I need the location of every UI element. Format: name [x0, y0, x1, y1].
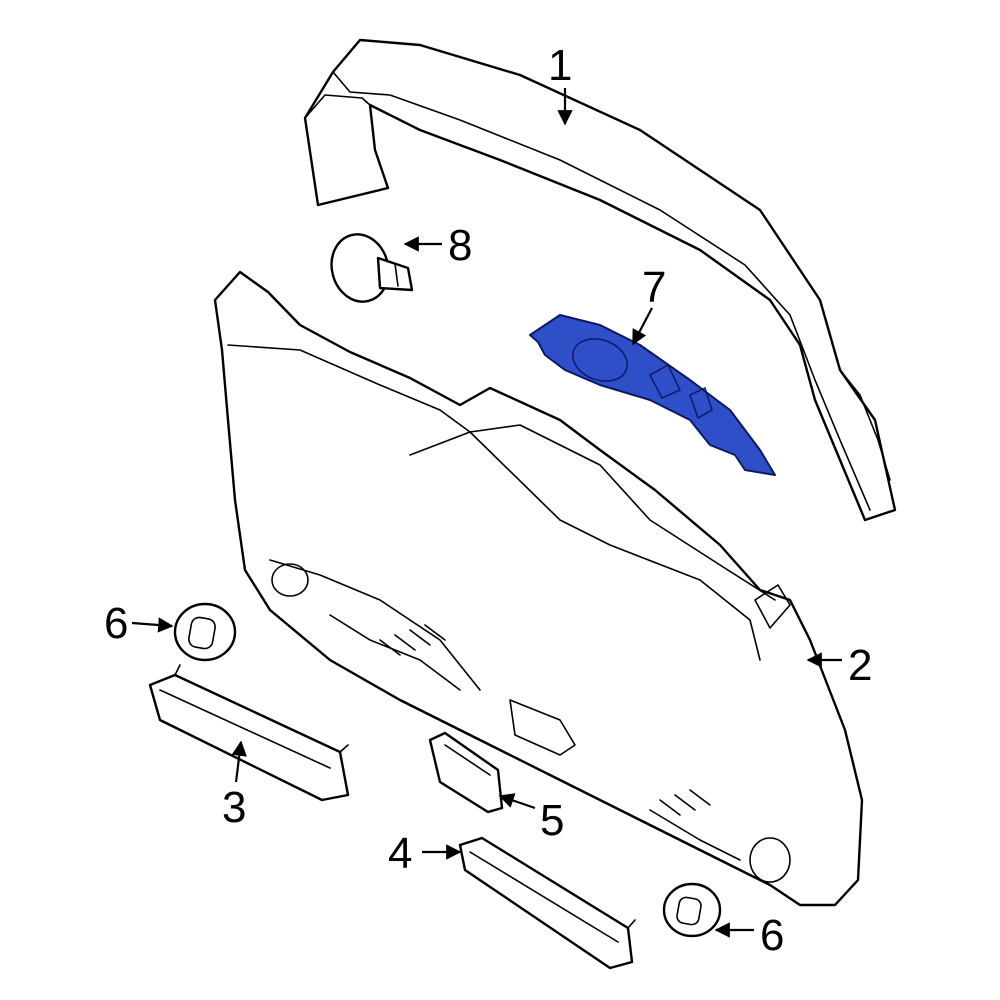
part-4-trim-strip — [458, 836, 636, 970]
callout-labels: 1 2 3 4 5 6 6 7 8 — [104, 41, 872, 960]
callout-5: 5 — [540, 796, 564, 845]
leader-7 — [632, 307, 653, 346]
callout-7: 7 — [642, 263, 666, 312]
callout-4: 4 — [388, 829, 412, 878]
part-2-main-trim-panel — [213, 270, 864, 907]
leader-6a — [131, 617, 174, 633]
part-3-trim-strip — [148, 664, 350, 802]
part-1-upper-trim-panel — [303, 38, 897, 522]
callout-6-upper: 6 — [104, 599, 128, 648]
callout-3: 3 — [222, 783, 246, 832]
part-6-clip-upper — [173, 602, 237, 662]
leader-lines — [131, 88, 842, 938]
part-6-clip-lower — [662, 882, 722, 938]
leader-5 — [498, 793, 536, 810]
leader-3 — [231, 740, 247, 783]
callout-8: 8 — [448, 221, 472, 270]
callout-6-lower: 6 — [760, 911, 784, 960]
part-8-push-pin-clip — [330, 233, 414, 303]
callout-2: 2 — [848, 641, 872, 690]
part-5-cover — [428, 731, 504, 814]
callout-1: 1 — [548, 41, 572, 90]
